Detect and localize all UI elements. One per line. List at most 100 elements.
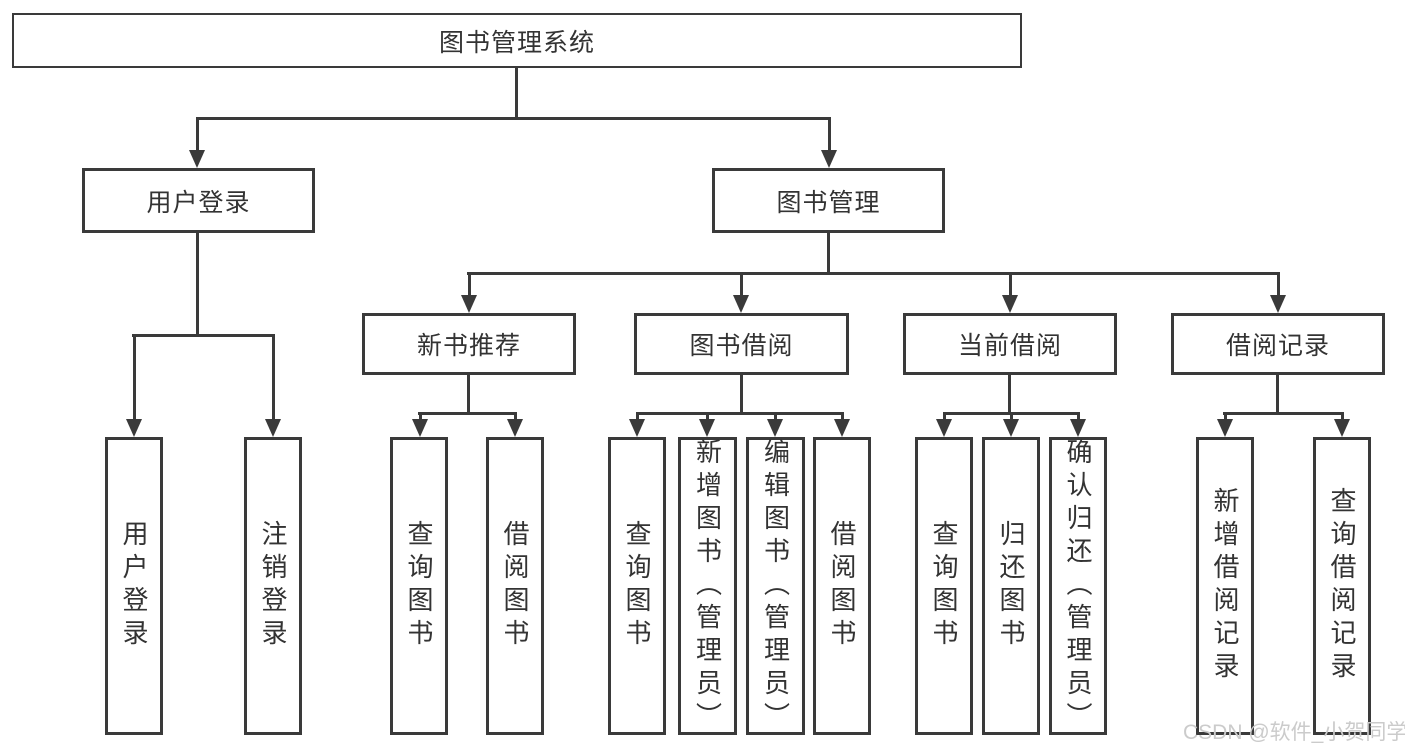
leaf-query-book: 查询图书	[915, 437, 973, 735]
arrow-to-leaf	[936, 413, 952, 437]
node-new-book-recommend-label: 新书推荐	[416, 332, 521, 360]
connector-root-stem	[515, 64, 518, 119]
leaf-return-book: 归还图书	[982, 437, 1040, 735]
leaf-query-borrow-record: 查询借阅记录	[1313, 437, 1371, 735]
arrow-line	[1340, 413, 1344, 419]
arrow-to-leaf	[1003, 413, 1019, 437]
node-book-management: 图书管理	[712, 168, 945, 233]
arrow-line	[1223, 413, 1227, 419]
leaf-borrow-book-label: 借阅图书	[827, 520, 857, 652]
leaf-confirm-return-admin: 确认归还（管理员）	[1049, 437, 1107, 735]
leaf-add-borrow-record: 新增借阅记录	[1196, 437, 1254, 735]
leaf-confirm-return-admin-label: 确认归还（管理员）	[1063, 437, 1093, 735]
arrow-to-leaf	[767, 413, 783, 437]
arrow-to-book-management	[821, 118, 837, 168]
connector-root-split	[196, 117, 831, 120]
arrow-to-leaf	[412, 413, 428, 437]
connector-new-book-split	[418, 412, 517, 415]
node-library-system: 图书管理系统	[12, 13, 1022, 68]
leaf-query-book-label: 查询图书	[929, 520, 959, 652]
arrow-down-icon	[265, 419, 281, 437]
arrow-down-icon	[821, 150, 837, 168]
leaf-add-book-admin: 新增图书（管理员）	[678, 437, 737, 735]
arrow-line	[513, 413, 517, 419]
leaf-logout: 注销登录	[244, 437, 302, 735]
arrow-line	[942, 413, 946, 419]
connector-book-borrow-stem	[740, 375, 743, 414]
arrow-to-borrow-records	[1270, 273, 1286, 313]
arrow-down-icon	[1270, 295, 1286, 313]
arrow-line	[773, 413, 777, 419]
connector-borrow-records-split	[1223, 412, 1344, 415]
arrow-to-leaf	[699, 413, 715, 437]
arrow-down-icon	[767, 419, 783, 437]
connector-book-management-stem	[827, 233, 830, 273]
node-user-login: 用户登录	[82, 168, 315, 233]
leaf-query-book: 查询图书	[390, 437, 448, 735]
arrow-to-new-book-recommend	[461, 273, 477, 313]
node-borrow-records: 借阅记录	[1171, 313, 1385, 375]
connector-book-borrow-split	[636, 412, 844, 415]
arrow-down-icon	[1217, 419, 1233, 437]
connector-user-login-stem	[196, 233, 199, 335]
connector-borrow-records-stem	[1276, 375, 1279, 414]
arrow-to-leaf	[1217, 413, 1233, 437]
leaf-user-login: 用户登录	[105, 437, 163, 735]
arrow-down-icon	[834, 419, 850, 437]
arrow-to-book-borrow	[733, 273, 749, 313]
leaf-query-borrow-record-label: 查询借阅记录	[1327, 487, 1357, 685]
arrow-line	[1076, 413, 1080, 419]
node-book-borrow-label: 图书借阅	[689, 332, 794, 360]
arrow-to-leaf	[507, 413, 523, 437]
arrow-down-icon	[1003, 419, 1019, 437]
arrow-down-icon	[189, 150, 205, 168]
arrow-down-icon	[1002, 295, 1018, 313]
arrow-down-icon	[507, 419, 523, 437]
arrow-down-icon	[733, 295, 749, 313]
arrow-down-icon	[1070, 419, 1086, 437]
arrow-to-user-login	[189, 118, 205, 168]
connector-current-borrow-stem	[1008, 375, 1011, 414]
arrow-down-icon	[629, 419, 645, 437]
arrow-to-leaf-user-login	[126, 335, 142, 437]
arrow-to-leaf-logout	[265, 335, 281, 437]
arrow-down-icon	[461, 295, 477, 313]
node-current-borrow-label: 当前借阅	[957, 332, 1062, 360]
node-borrow-records-label: 借阅记录	[1225, 332, 1330, 360]
arrow-down-icon	[936, 419, 952, 437]
arrow-line	[195, 118, 199, 150]
node-new-book-recommend: 新书推荐	[362, 313, 576, 375]
arrow-line	[467, 273, 471, 295]
arrow-line	[271, 335, 275, 419]
arrow-line	[1008, 273, 1012, 295]
leaf-add-borrow-record-label: 新增借阅记录	[1210, 487, 1240, 685]
node-book-borrow: 图书借阅	[634, 313, 849, 375]
arrow-to-leaf	[1334, 413, 1350, 437]
connector-book-management-split	[467, 272, 1280, 275]
leaf-edit-book-admin: 编辑图书（管理员）	[746, 437, 805, 735]
node-user-login-label: 用户登录	[146, 188, 251, 217]
node-book-management-label: 图书管理	[776, 188, 881, 217]
arrow-to-leaf	[629, 413, 645, 437]
leaf-logout-label: 注销登录	[258, 520, 288, 652]
leaf-borrow-book: 借阅图书	[486, 437, 544, 735]
arrow-line	[705, 413, 709, 419]
connector-new-book-stem	[467, 375, 470, 414]
arrow-line	[1009, 413, 1013, 419]
arrow-line	[635, 413, 639, 419]
arrow-line	[827, 118, 831, 150]
arrow-to-leaf	[1070, 413, 1086, 437]
csdn-watermark: CSDN @软件_小贺同学	[1183, 721, 1405, 744]
leaf-query-book-label: 查询图书	[404, 520, 434, 652]
leaf-add-book-admin-label: 新增图书（管理员）	[692, 437, 723, 735]
arrow-down-icon	[699, 419, 715, 437]
node-library-system-label: 图书管理系统	[438, 28, 595, 57]
arrow-down-icon	[126, 419, 142, 437]
arrow-down-icon	[412, 419, 428, 437]
leaf-return-book-label: 归还图书	[996, 520, 1026, 652]
leaf-user-login-label: 用户登录	[119, 520, 149, 652]
arrow-to-leaf	[834, 413, 850, 437]
connector-user-login-split	[132, 334, 275, 337]
leaf-query-book: 查询图书	[608, 437, 666, 735]
